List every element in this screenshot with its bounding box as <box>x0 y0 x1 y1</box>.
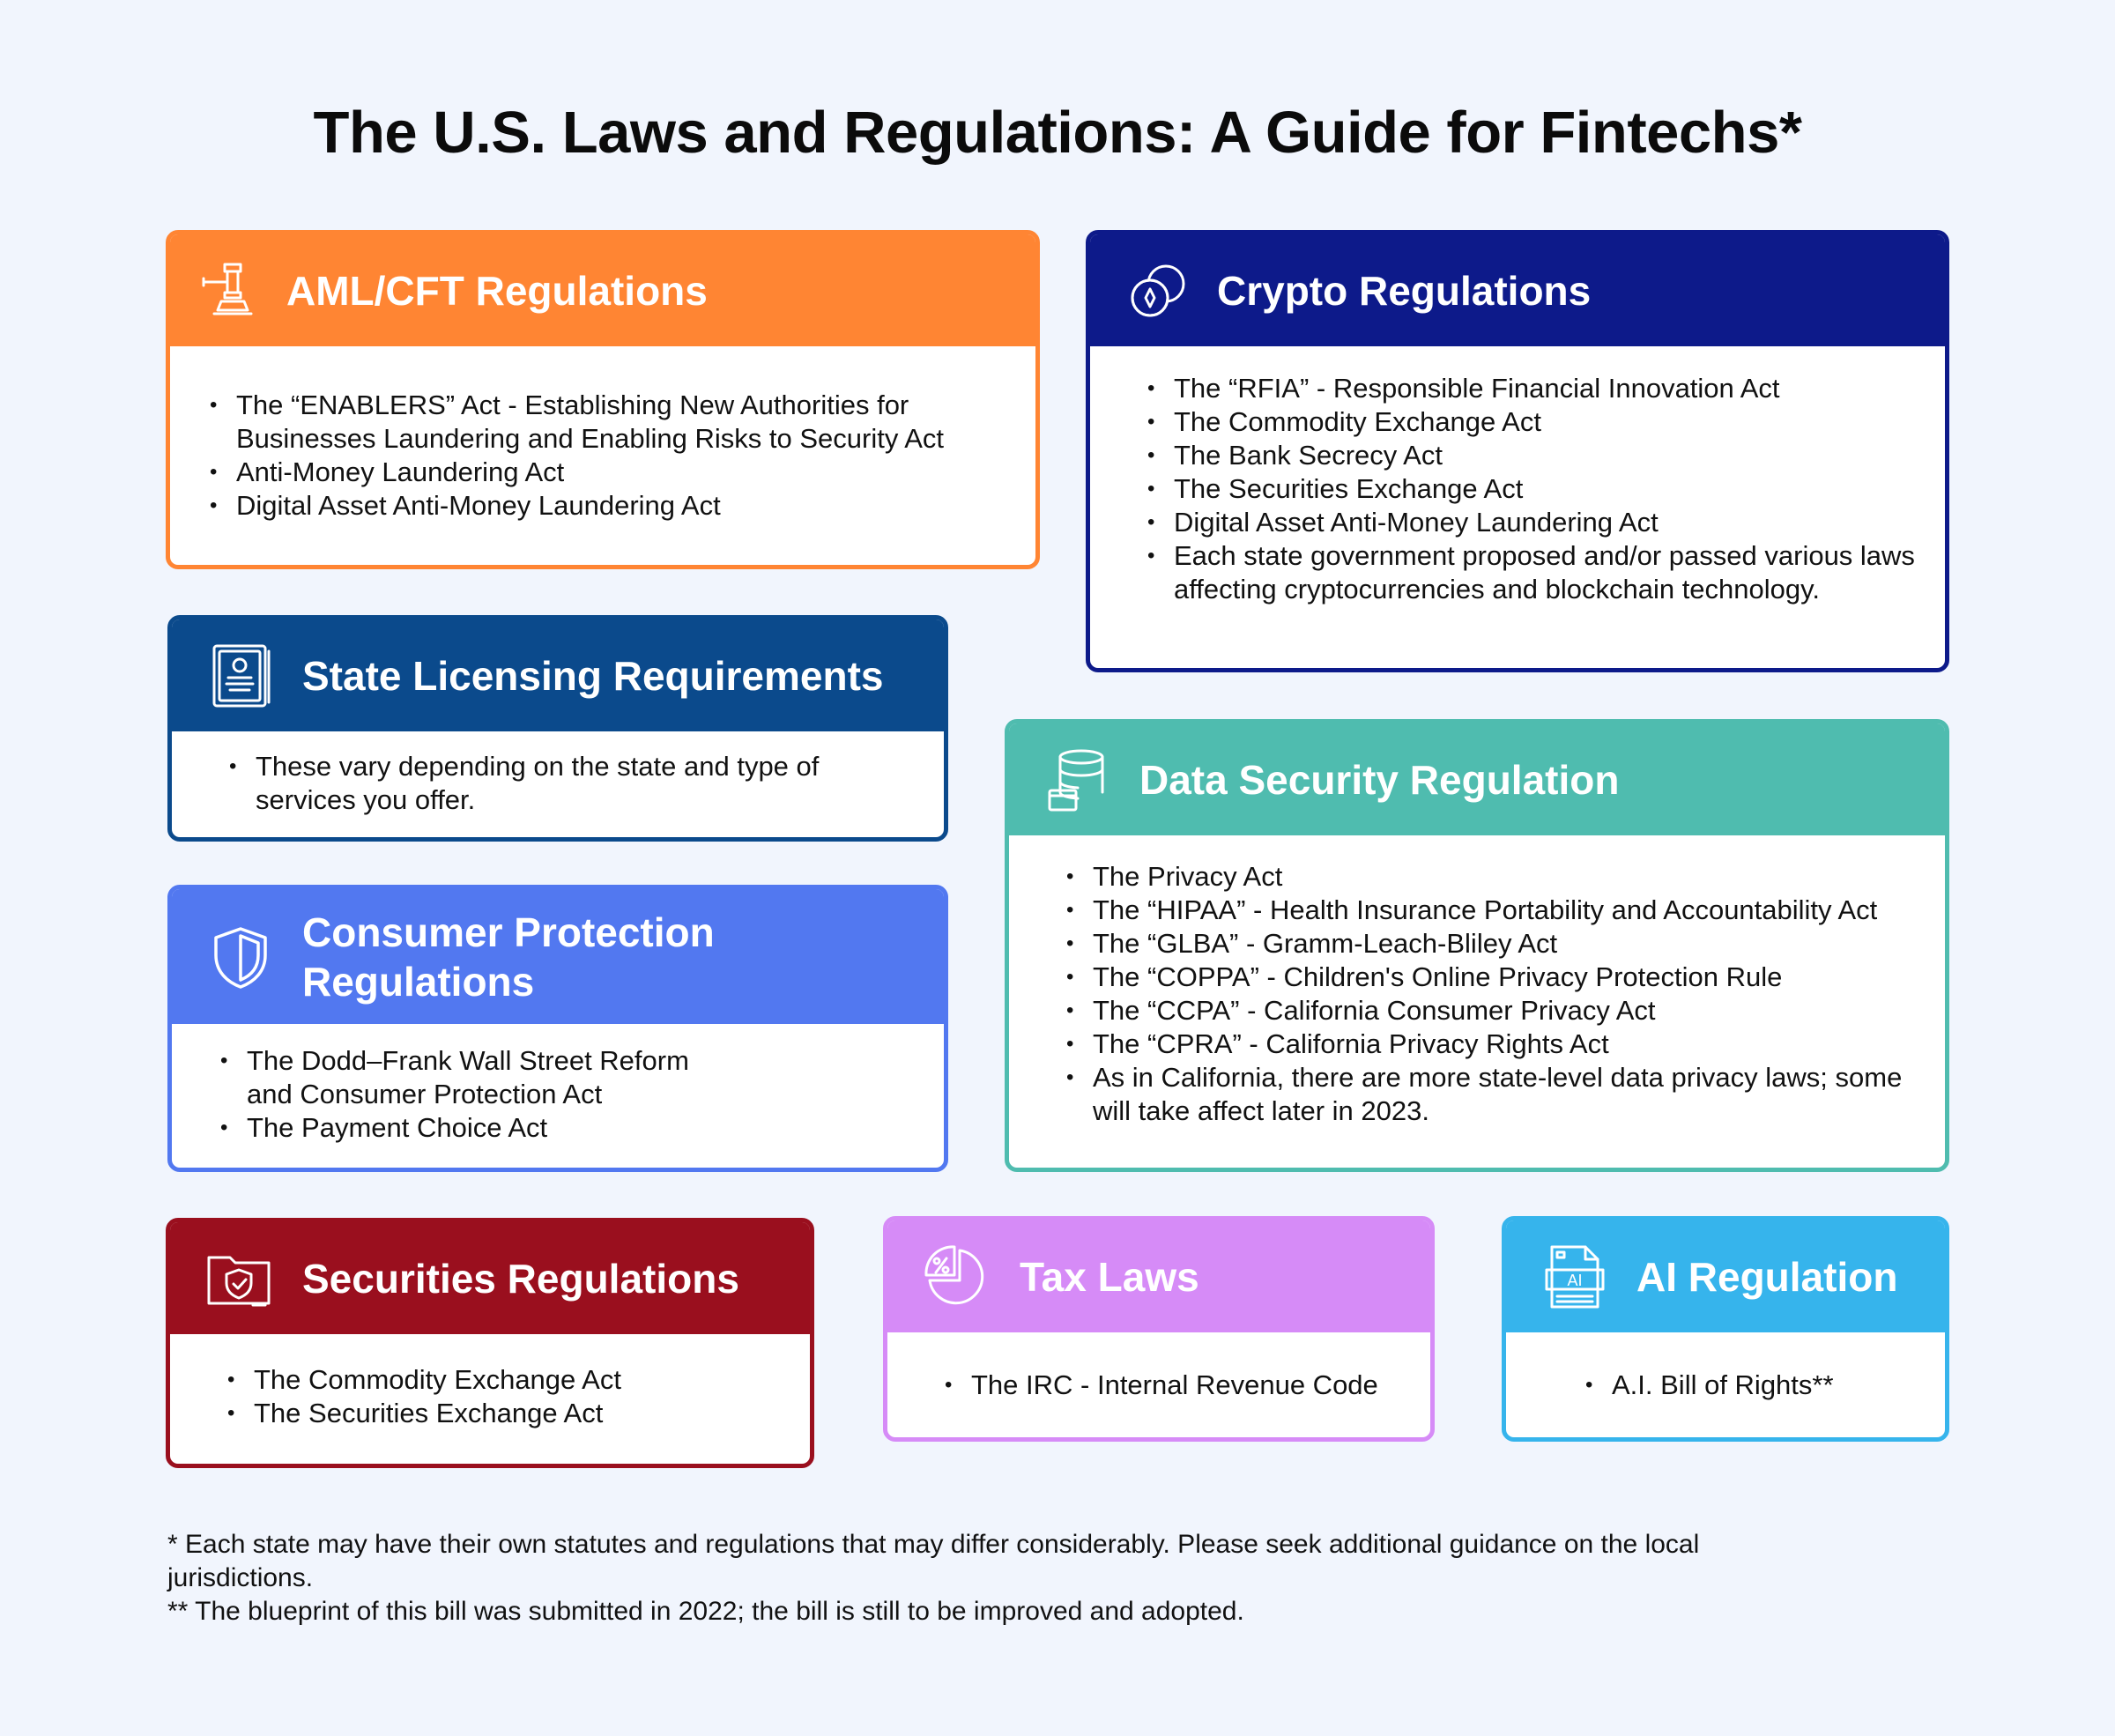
list-item: The Privacy Act <box>1066 860 1930 894</box>
card-consumer-protection: Consumer Protection Regulations The Dodd… <box>167 885 948 1172</box>
list-item: The Commodity Exchange Act <box>227 1363 774 1397</box>
list-item: The Commodity Exchange Act <box>1147 405 1923 439</box>
card-securities: Securities Regulations The Commodity Exc… <box>166 1218 814 1468</box>
ai-icon-label: AI <box>1567 1272 1582 1289</box>
card-crypto: Crypto Regulations The “RFIA” - Responsi… <box>1086 230 1949 672</box>
card-title: Crypto Regulations <box>1217 267 1592 314</box>
card-header: Tax Laws <box>887 1220 1430 1332</box>
list-item: The Payment Choice Act <box>220 1111 714 1145</box>
list-item: Each state government proposed and/or pa… <box>1147 539 1923 606</box>
list-item: A.I. Bill of Rights** <box>1585 1369 1938 1402</box>
item-list: The IRC - Internal Revenue Code <box>945 1369 1421 1402</box>
list-item: The “CPRA” - California Privacy Rights A… <box>1066 1028 1930 1061</box>
certificate-icon <box>205 641 276 711</box>
card-data-security: Data Security Regulation The Privacy Act… <box>1005 719 1949 1172</box>
item-list: The “RFIA” - Responsible Financial Innov… <box>1147 372 1923 606</box>
item-list: The Dodd–Frank Wall Street Reform and Co… <box>220 1044 714 1145</box>
list-item: The “CCPA” - California Consumer Privacy… <box>1066 994 1930 1028</box>
card-aml-cft: AML/CFT Regulations The “ENABLERS” Act -… <box>166 230 1040 569</box>
list-item: The Dodd–Frank Wall Street Reform and Co… <box>220 1044 714 1111</box>
card-title: Securities Regulations <box>302 1255 739 1302</box>
list-item: The Securities Exchange Act <box>227 1397 774 1430</box>
item-list: These vary depending on the state and ty… <box>229 750 881 817</box>
list-item: The “RFIA” - Responsible Financial Innov… <box>1147 372 1923 405</box>
list-item: The “COPPA” - Children's Online Privacy … <box>1066 961 1930 994</box>
card-state-licensing: State Licensing Requirements These vary … <box>167 615 948 842</box>
card-header: State Licensing Requirements <box>172 619 944 731</box>
list-item: These vary depending on the state and ty… <box>229 750 881 817</box>
card-title: Tax Laws <box>1020 1253 1199 1300</box>
card-header: Data Security Regulation <box>1009 723 1945 835</box>
list-item: The Bank Secrecy Act <box>1147 439 1923 472</box>
card-title: State Licensing Requirements <box>302 652 884 699</box>
card-tax-laws: Tax Laws The IRC - Internal Revenue Code <box>883 1216 1435 1442</box>
list-item: As in California, there are more state-l… <box>1066 1061 1930 1128</box>
card-header: Crypto Regulations <box>1090 234 1945 346</box>
list-item: Digital Asset Anti-Money Laundering Act <box>210 489 1003 523</box>
card-ai-regulation: AI AI Regulation A.I. Bill of Rights** <box>1502 1216 1949 1442</box>
card-header: Consumer Protection Regulations <box>172 889 944 1024</box>
database-icon <box>1043 745 1113 815</box>
secure-folder-icon <box>204 1243 274 1314</box>
list-item: Anti-Money Laundering Act <box>210 456 1003 489</box>
item-list: A.I. Bill of Rights** <box>1585 1369 1938 1402</box>
footnote: * Each state may have their own statutes… <box>167 1530 1707 1592</box>
card-title: Consumer Protection Regulations <box>302 909 715 1005</box>
list-item: The IRC - Internal Revenue Code <box>945 1369 1421 1402</box>
card-header: AML/CFT Regulations <box>170 234 1035 346</box>
list-item: The “GLBA” - Gramm-Leach-Bliley Act <box>1066 927 1930 961</box>
card-header: Securities Regulations <box>170 1222 810 1334</box>
card-title: AI Regulation <box>1636 1253 1898 1300</box>
card-title: Data Security Regulation <box>1139 756 1620 803</box>
card-header: AI AI Regulation <box>1506 1220 1945 1332</box>
ai-document-icon: AI <box>1540 1242 1610 1312</box>
item-list: The “ENABLERS” Act - Establishing New Au… <box>210 389 1003 523</box>
footnotes: * Each state may have their own statutes… <box>167 1528 1754 1628</box>
percent-pie-icon <box>921 1242 991 1312</box>
coins-icon <box>1124 256 1194 326</box>
list-item: The Securities Exchange Act <box>1147 472 1923 506</box>
list-item: The “HIPAA” - Health Insurance Portabili… <box>1066 894 1930 927</box>
list-item: Digital Asset Anti-Money Laundering Act <box>1147 506 1923 539</box>
footnote: ** The blueprint of this bill was submit… <box>167 1597 1244 1626</box>
shield-icon <box>205 922 276 992</box>
list-item: The “ENABLERS” Act - Establishing New Au… <box>210 389 1003 456</box>
item-list: The Commodity Exchange Act The Securitie… <box>227 1363 774 1430</box>
gavel-icon <box>197 256 267 326</box>
page-title: The U.S. Laws and Regulations: A Guide f… <box>313 100 1802 166</box>
card-title: AML/CFT Regulations <box>286 267 708 314</box>
item-list: The Privacy Act The “HIPAA” - Health Ins… <box>1066 860 1930 1128</box>
